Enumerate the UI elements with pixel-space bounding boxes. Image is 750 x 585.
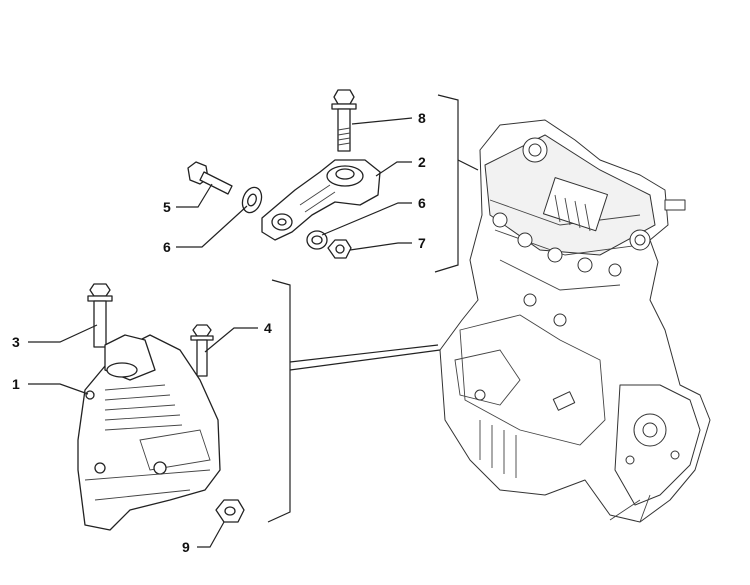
leader-6a [176, 205, 248, 248]
callout-8: 8 [418, 110, 426, 126]
callout-3: 3 [12, 334, 20, 350]
bolt-side [187, 161, 233, 195]
leader-1 [28, 383, 89, 395]
callout-9: 9 [182, 539, 190, 555]
callout-4: 4 [264, 320, 272, 336]
upper-group-pointer [457, 159, 479, 171]
nut-lower [215, 499, 245, 523]
leader-9 [197, 521, 225, 548]
nut-upper [327, 239, 352, 259]
leader-3 [28, 324, 98, 343]
torque-rod [261, 159, 381, 241]
engine-block [439, 119, 711, 523]
engine-mount [77, 334, 221, 531]
leader-2 [375, 161, 412, 177]
lower-group-pointer [289, 344, 441, 371]
callout-6-upper: 6 [163, 239, 171, 255]
spacer-upper [241, 186, 263, 214]
callout-2: 2 [418, 154, 426, 170]
leader-6b [321, 202, 412, 236]
leader-4 [204, 327, 258, 353]
callout-5: 5 [163, 199, 171, 215]
callout-7: 7 [418, 235, 426, 251]
callout-1: 1 [12, 376, 20, 392]
leader-5 [176, 183, 213, 208]
upper-group-bracket [434, 94, 459, 273]
bolt-mount [190, 324, 214, 377]
bolt-long [87, 283, 113, 348]
callout-6-lower: 6 [418, 195, 426, 211]
leader-8 [351, 117, 413, 125]
bolt-upper [331, 89, 357, 152]
lower-group-bracket [267, 279, 291, 523]
leader-7 [349, 242, 412, 251]
spacer-lower [306, 230, 328, 250]
